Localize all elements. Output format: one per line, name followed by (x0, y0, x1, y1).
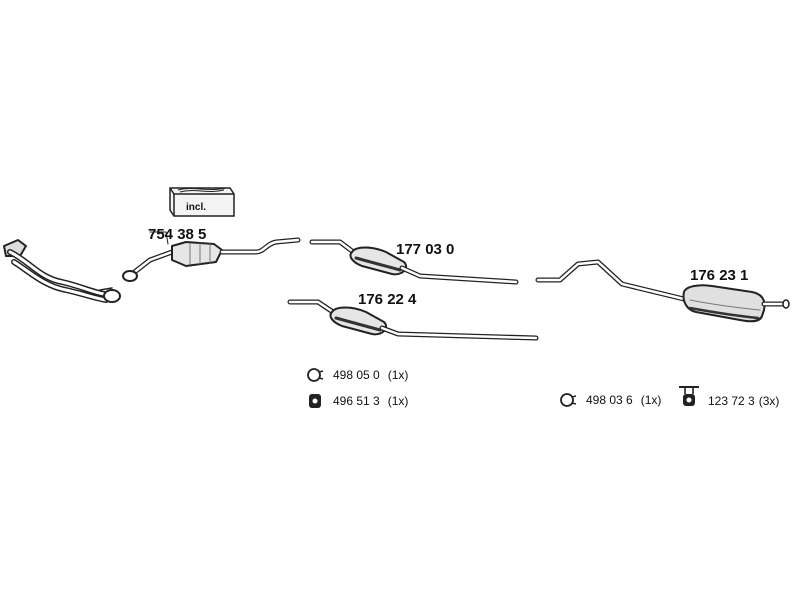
rubber-mount-icon (305, 392, 325, 410)
front-pipe-section[interactable] (3, 239, 121, 303)
accessory-quantity: (1x) (640, 393, 662, 407)
accessory-code: 123 72 3 (708, 394, 755, 408)
accessory-item[interactable]: 498 05 0 (1x) (305, 366, 408, 384)
center-muffler-176224[interactable] (287, 299, 539, 341)
rear-muffler-176231[interactable] (535, 259, 790, 323)
part-number-label[interactable]: 176 23 1 (690, 267, 749, 284)
part-number-label[interactable]: 177 03 0 (396, 241, 455, 258)
accessory-item[interactable]: 498 03 6 (1x) (558, 391, 661, 409)
accessory-item[interactable]: 496 51 3 (1x) (305, 392, 408, 410)
mounting-kit-label: incl. (186, 202, 207, 213)
accessory-quantity: (1x) (387, 394, 409, 408)
mounting-kit-box (169, 187, 235, 217)
hanger-bracket-icon (676, 384, 702, 410)
clamp-ring-icon (305, 366, 325, 384)
center-muffler-177030[interactable] (309, 239, 519, 285)
accessory-code: 496 51 3 (333, 394, 380, 408)
part-number-label[interactable]: 754 38 5 (148, 226, 207, 243)
accessory-item[interactable]: 123 72 3 (3x) (676, 384, 779, 410)
accessory-quantity: (1x) (387, 368, 409, 382)
clamp-ring-icon (558, 391, 578, 409)
accessory-quantity: (3x) (758, 394, 780, 408)
accessory-code: 498 05 0 (333, 368, 380, 382)
part-number-label[interactable]: 176 22 4 (358, 291, 417, 308)
accessory-code: 498 03 6 (586, 393, 633, 407)
catalytic-converter-section[interactable] (122, 231, 301, 282)
